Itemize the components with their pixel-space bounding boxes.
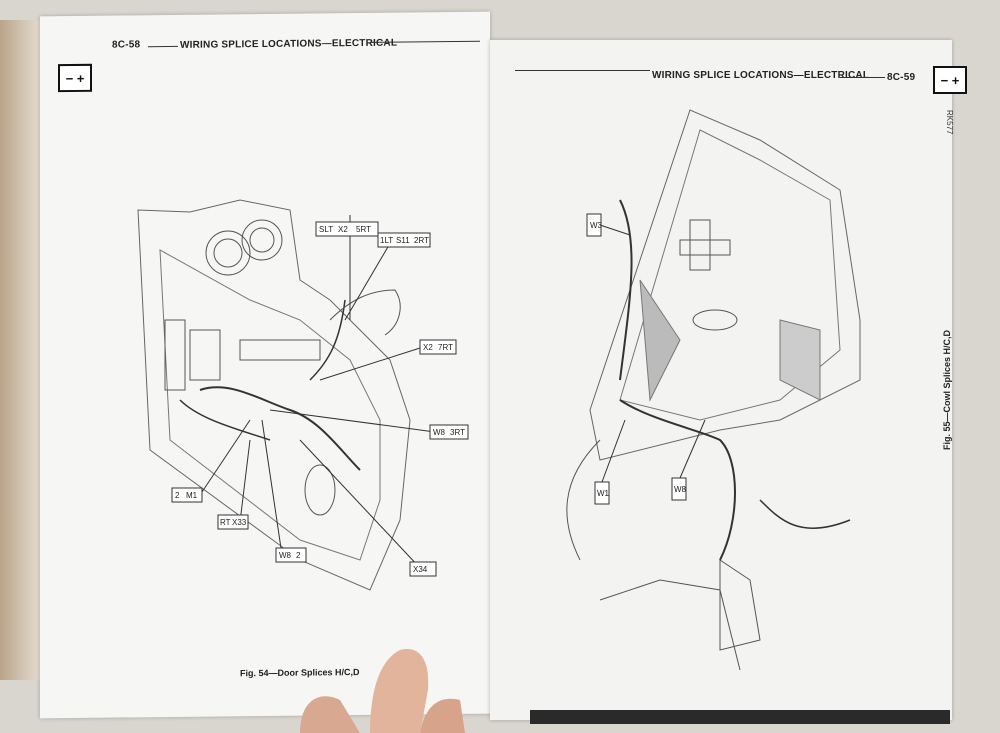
callout-label: S11 <box>396 236 410 245</box>
callout-label: 3RT <box>450 428 465 437</box>
callout-label: X33 <box>232 518 247 527</box>
callout-label: W8 <box>674 485 687 494</box>
book-binding-edge <box>530 710 950 724</box>
cowl-callout-labels: W3 W1 W8 <box>586 213 706 505</box>
callout-label: X2 <box>423 343 433 352</box>
callout-label: SLT <box>319 225 333 234</box>
right-header-title: WIRING SPLICE LOCATIONS—ELECTRICAL <box>652 70 870 81</box>
callout-label: X34 <box>413 565 428 574</box>
callout-label: 5RT <box>356 225 371 234</box>
callout-label: 7RT <box>438 343 453 352</box>
callout-label: W8 <box>279 551 292 560</box>
callout-label: RT <box>220 518 231 527</box>
door-callout-labels: SLT X2 5RT 1LT S11 2RT X2 7RT W8 3RT 2 M… <box>171 221 469 577</box>
right-page: WIRING SPLICE LOCATIONS—ELECTRICAL 8C-59… <box>490 40 967 720</box>
header-rule <box>840 77 885 78</box>
callout-label: X2 <box>338 225 348 234</box>
callout-label: 2RT <box>414 236 429 245</box>
callout-label: 2 <box>175 491 180 500</box>
callout-label: W8 <box>433 428 446 437</box>
battery-symbol-icon: − + <box>933 66 967 94</box>
callout-label: 1LT <box>380 236 393 245</box>
header-rule <box>515 70 650 71</box>
callout-label: W1 <box>597 489 610 498</box>
callout-label: M1 <box>186 491 198 500</box>
callout-label: 2 <box>296 551 301 560</box>
callout-label: W3 <box>590 221 603 230</box>
cowl-splice-drawing <box>566 109 861 671</box>
right-page-number: 8C-59 <box>887 72 916 83</box>
